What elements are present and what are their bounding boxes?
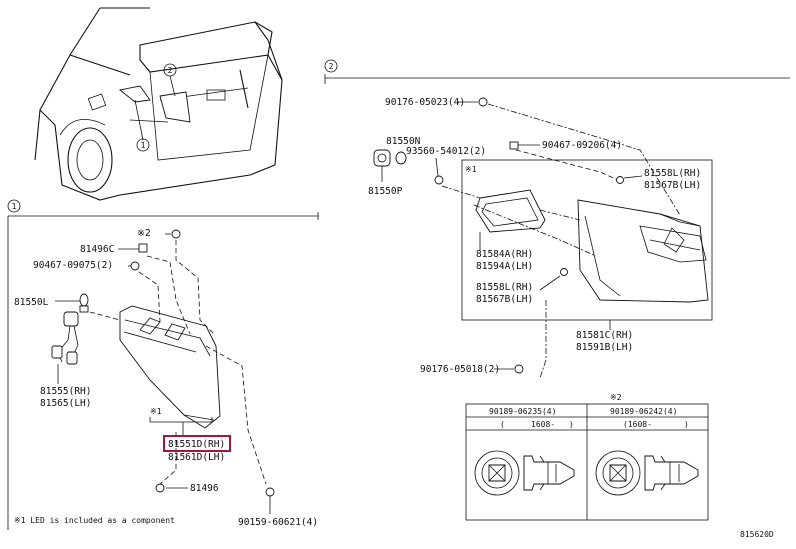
socket-wire-icon	[51, 311, 79, 384]
clip-star2-icon	[165, 229, 181, 239]
leader-dashed	[487, 103, 681, 216]
label-90176-05023: 90176-05023(4)	[385, 97, 465, 108]
socket-81550p-icon	[373, 149, 391, 182]
screw-90159-icon	[265, 487, 275, 514]
screw-93560-icon	[434, 157, 444, 185]
label-81591b: 81591B(LH)	[576, 342, 633, 353]
label-81496c: 81496C	[80, 244, 114, 255]
table-col2-sub: (1608-	[623, 420, 652, 429]
leader-dashed	[175, 240, 215, 335]
label-90467-09206: 90467-09206(4)	[542, 140, 622, 151]
label-81567b-bottom: 81567B(LH)	[476, 294, 533, 305]
clip-81496c-icon	[118, 243, 148, 253]
footnote: ※1 LED is included as a component	[14, 516, 175, 525]
label-81558l-bottom: 81558L(RH)	[476, 282, 533, 293]
assembly-box	[461, 159, 713, 321]
label-81558l-top: 81558L(RH)	[644, 168, 701, 179]
leader-dashed	[89, 311, 121, 321]
label-81584a: 81584A(RH)	[476, 249, 533, 260]
star1-label: ※1	[150, 407, 162, 416]
leader-dashed	[205, 345, 267, 485]
section-1-header: 1	[7, 199, 319, 530]
label-81555: 81555(RH)	[40, 386, 91, 397]
label-90176-05018: 90176-05018(2)	[420, 364, 500, 375]
label-81550l: 81550L	[14, 297, 49, 308]
label-81496: 81496	[190, 483, 219, 494]
svg-text:2: 2	[329, 62, 334, 71]
label-81550p: 81550P	[368, 186, 403, 197]
label-81550n: 81550N	[386, 136, 421, 147]
screw-90176-05023-icon	[458, 97, 488, 107]
callout-label: 2	[168, 66, 173, 75]
leader-dashed	[539, 209, 581, 221]
table-col2-header: 90189-06242(4)	[610, 407, 677, 416]
bulb-icon	[55, 293, 89, 313]
leader-dashed	[159, 432, 177, 485]
fastener-table	[465, 403, 709, 521]
table-col1-sub: 1608-	[531, 420, 555, 429]
clip-90189-06235-icon	[474, 450, 575, 496]
leader-dashed	[473, 204, 597, 257]
callout-label: 1	[141, 141, 146, 150]
leader-dashed	[441, 185, 481, 199]
label-81581c: 81581C(RH)	[576, 330, 633, 341]
gasket-81584a	[475, 189, 546, 250]
rear-lamp-lens	[577, 199, 709, 303]
star2-label: ※2	[137, 228, 151, 239]
label-81561d: 81561D(LH)	[168, 452, 225, 463]
bulb-81550n-icon	[395, 151, 407, 165]
clip-90189-06242-icon	[595, 450, 699, 496]
label-81567b-top: 81567B(LH)	[644, 180, 701, 191]
leader-dashed	[146, 255, 191, 335]
label-81551d[interactable]: 81551D(RH)	[168, 439, 225, 450]
star1-bracket	[149, 417, 213, 423]
clip-81558l-bottom-icon	[539, 268, 568, 291]
rear-lamp-housing	[119, 305, 221, 429]
diagram-code: 815620D	[740, 530, 774, 539]
screw-90176-05018-icon	[494, 364, 524, 374]
box-star1-label: ※1	[465, 165, 477, 174]
label-81565: 81565(LH)	[40, 398, 91, 409]
label-93560: 93560-54012(2)	[406, 146, 486, 157]
label-81594a: 81594A(LH)	[476, 261, 533, 272]
table-col1-sub-close: )	[569, 420, 574, 429]
table-col2-sub-close: )	[684, 420, 689, 429]
clip-81496-icon	[155, 483, 188, 493]
leader-dashed	[515, 149, 619, 181]
clip-90467-09206-icon	[509, 141, 540, 150]
callout-1-vehicle: 1	[136, 138, 150, 152]
label-90467-09075: 90467-09075(2)	[33, 260, 113, 271]
clip-81558l-top-icon	[616, 175, 643, 184]
leader-dashed	[539, 300, 547, 379]
label-90159: 90159-60621(4)	[238, 517, 318, 528]
callout-2-vehicle: 2	[163, 63, 177, 77]
table-col1-sub-open: (	[500, 420, 505, 429]
table-star2-label: ※2	[610, 393, 622, 402]
vehicle-illustration	[34, 7, 283, 201]
section-2-header: 2	[324, 59, 790, 84]
svg-text:1: 1	[12, 202, 17, 211]
nut-90467-icon	[128, 261, 140, 271]
selected-part-highlight	[163, 435, 231, 452]
table-col1-header: 90189-06235(4)	[489, 407, 556, 416]
